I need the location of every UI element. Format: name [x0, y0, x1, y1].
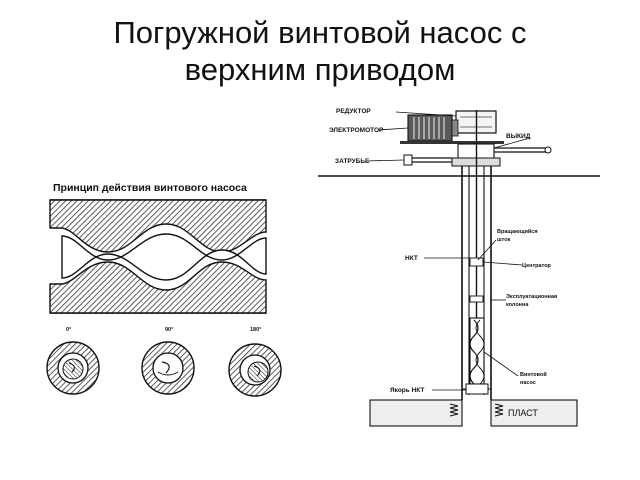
pump-installation-diagram: РЕДУКТОР ЭЛЕКТРОМОТОР ВЫКИД ЗАТРУБЬЕ Вра… — [318, 108, 600, 427]
label-nasos-line1: Винтовой — [520, 371, 547, 378]
cross-section-0 — [46, 341, 100, 395]
rotor-shape — [61, 233, 267, 281]
label-zatrube: ЗАТРУБЬЕ — [335, 158, 370, 165]
pump-principle-caption: Принцип действия винтового насоса — [53, 182, 247, 194]
label-shtok-line2: шток — [497, 237, 511, 243]
stator-wall-bottom — [49, 261, 267, 314]
perforations — [449, 403, 504, 417]
label-reduktor: РЕДУКТОР — [336, 108, 371, 115]
slide-title: Погружной винтовой насос с верхним приво… — [0, 14, 640, 88]
label-kolonna-line2: колонна — [506, 302, 529, 308]
label-shtok-line1: Вращающийся — [497, 228, 538, 235]
label-nasos-line2: насос — [520, 380, 536, 386]
label-elektromotor: ЭЛЕКТРОМОТОР — [329, 127, 384, 134]
tubing-anchor — [465, 383, 489, 395]
angle-label-180: 180° — [250, 327, 261, 333]
label-nkt: НКТ — [405, 255, 418, 262]
label-kolonna-line1: Эксплуатационная — [506, 294, 557, 300]
screw-pump-rotor — [469, 319, 479, 385]
angle-label-0: 0° — [66, 327, 71, 333]
cross-section-90 — [141, 341, 195, 395]
label-vykid: ВЫКИД — [506, 133, 531, 140]
cross-section-180 — [228, 343, 282, 397]
angle-label-90: 90° — [165, 327, 173, 333]
centralizer-2 — [469, 295, 484, 303]
screw-pump-body — [469, 317, 485, 385]
centralizer-1 — [469, 257, 484, 267]
label-centrator: Центратор — [522, 263, 552, 269]
label-plast: ПЛАСТ — [508, 408, 538, 418]
stator-wall-top — [49, 199, 267, 253]
formation-right — [490, 399, 578, 427]
pump-cross-section-long — [49, 199, 267, 314]
label-yakor: Якорь НКТ — [390, 387, 424, 394]
title-line-1: Погружной винтовой насос с — [113, 15, 527, 50]
formation-left — [369, 399, 463, 427]
title-line-2: верхним приводом — [184, 52, 456, 87]
